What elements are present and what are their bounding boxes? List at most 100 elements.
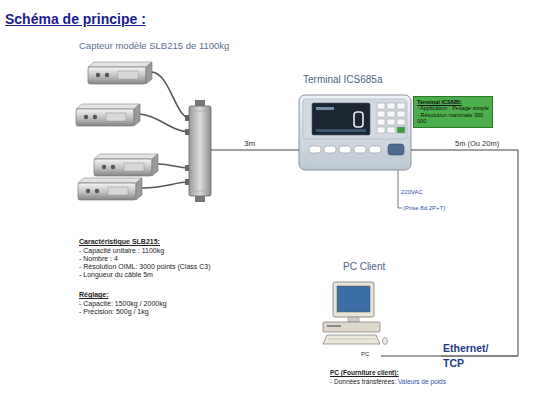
cable-gland [185, 129, 189, 135]
key [388, 144, 404, 155]
spec-line: - Nombre : 4 [79, 255, 118, 263]
function-keys [309, 144, 404, 162]
load-cell-body [76, 109, 134, 126]
cable-gland [185, 179, 189, 185]
diagram-title: Schéma de principe : [5, 11, 146, 27]
sensor-cable [158, 164, 189, 168]
connector-cable [211, 150, 299, 151]
key [354, 146, 366, 153]
sensor-cable [140, 114, 189, 132]
pc-value: Valeurs de poids [398, 378, 446, 385]
keyboard-keys [328, 339, 375, 340]
load-cell-side [146, 62, 152, 84]
pc-mouse [383, 338, 388, 345]
load-cell-side [152, 154, 158, 176]
key [324, 146, 336, 153]
pc-monitor [333, 282, 374, 317]
mounting-hole [95, 189, 99, 193]
key [397, 111, 405, 117]
load-cell [88, 62, 152, 84]
key [387, 111, 395, 117]
junction-box-lid [192, 111, 208, 191]
pc-line: - Données transférées: [330, 378, 396, 385]
setting-line: - Précision: 500g / 1kg [79, 308, 149, 316]
key [397, 103, 405, 109]
cable-length: 3m [244, 139, 255, 148]
pc-keyboard [323, 335, 380, 344]
spec-heading: Caractéristique SLB215: [79, 238, 160, 246]
mounting-hole [102, 165, 106, 169]
load-cell [94, 154, 158, 176]
mounting-hole [86, 189, 90, 193]
terminal-screen [312, 103, 370, 135]
load-cell-top [78, 178, 142, 183]
load-cell-top [88, 62, 152, 67]
key [339, 146, 351, 153]
network-rule [441, 356, 518, 357]
mounting-hole [105, 73, 109, 77]
terminal-bezel [303, 99, 407, 139]
load-cell-plate [124, 163, 144, 171]
load-cell-top [76, 104, 140, 109]
key [309, 146, 321, 153]
load-cell [76, 104, 140, 126]
pc-stand [348, 317, 359, 322]
pc-unit [323, 322, 380, 332]
cable-gland [185, 115, 189, 121]
spec-line: - Longueur du câble 5m [79, 271, 153, 279]
load-cell-body [88, 67, 146, 84]
load-cell-top [94, 154, 158, 159]
pc-caption: PC [361, 351, 369, 358]
terminal-strip [309, 158, 401, 162]
node-heading: PC Client [343, 261, 385, 273]
power-note: 220VAC [401, 189, 423, 196]
info-box: Terminal ICS685:- Application : Pesage s… [413, 96, 493, 128]
load-cell-body [78, 183, 136, 200]
setting-heading: Réglage: [79, 291, 109, 299]
pc-heading: PC (Fourniture client): [330, 369, 399, 376]
key [377, 127, 385, 133]
network-label: Ethernet/ TCP [443, 341, 495, 371]
key [397, 119, 405, 125]
load-cell-body [94, 159, 152, 176]
box-heading: Terminal ICS685: [417, 99, 489, 105]
screen-bar [316, 129, 366, 132]
load-cell-plate [106, 113, 126, 121]
mounting-hole [84, 115, 88, 119]
key [377, 119, 385, 125]
box-line: - Application : Pesage simple [417, 105, 489, 111]
pc-node: PC ClientPC [325, 259, 381, 361]
load-cell-side [134, 104, 140, 126]
pc-drive [327, 325, 341, 327]
node-heading: Capteur modèle SLB215 de 1100kg [79, 41, 229, 52]
mounting-hole [111, 165, 115, 169]
connector-cable [381, 150, 518, 356]
keypad [377, 103, 405, 133]
sensor-cable [142, 182, 189, 188]
box-line: - Résolution maximale 300 000 [417, 112, 489, 125]
spec-line: - Résolution OIML: 3000 points (Class C3… [79, 263, 211, 271]
key [387, 127, 395, 133]
cable-length: 5m (Ou 20m) [455, 140, 499, 149]
key [377, 111, 385, 117]
key [377, 103, 385, 109]
terminal-node: Terminal ICS685a [299, 72, 411, 170]
load-cell-plate [118, 71, 138, 79]
setting-line: - Capacité: 1500kg / 2000kg [79, 300, 167, 308]
node-heading: Terminal ICS685a [303, 74, 382, 86]
key [387, 103, 395, 109]
mounting-hole [96, 73, 100, 77]
power-note: (Prise 8d 2P+T) [403, 205, 445, 212]
junction-box [189, 106, 211, 196]
screen-digit [354, 112, 363, 127]
load-cell-side [136, 178, 142, 200]
key [369, 146, 381, 153]
spec-line: - Capacité unitaire : 1100kg [79, 247, 164, 255]
sensor-cable [152, 72, 189, 118]
load-cell [78, 178, 142, 200]
cable-gland [185, 165, 189, 171]
sensor-group: Capteur modèle SLB215 de 1100kg [75, 40, 211, 205]
screen-bar [316, 107, 334, 110]
mounting-hole [93, 115, 97, 119]
load-cell-plate [108, 187, 128, 195]
